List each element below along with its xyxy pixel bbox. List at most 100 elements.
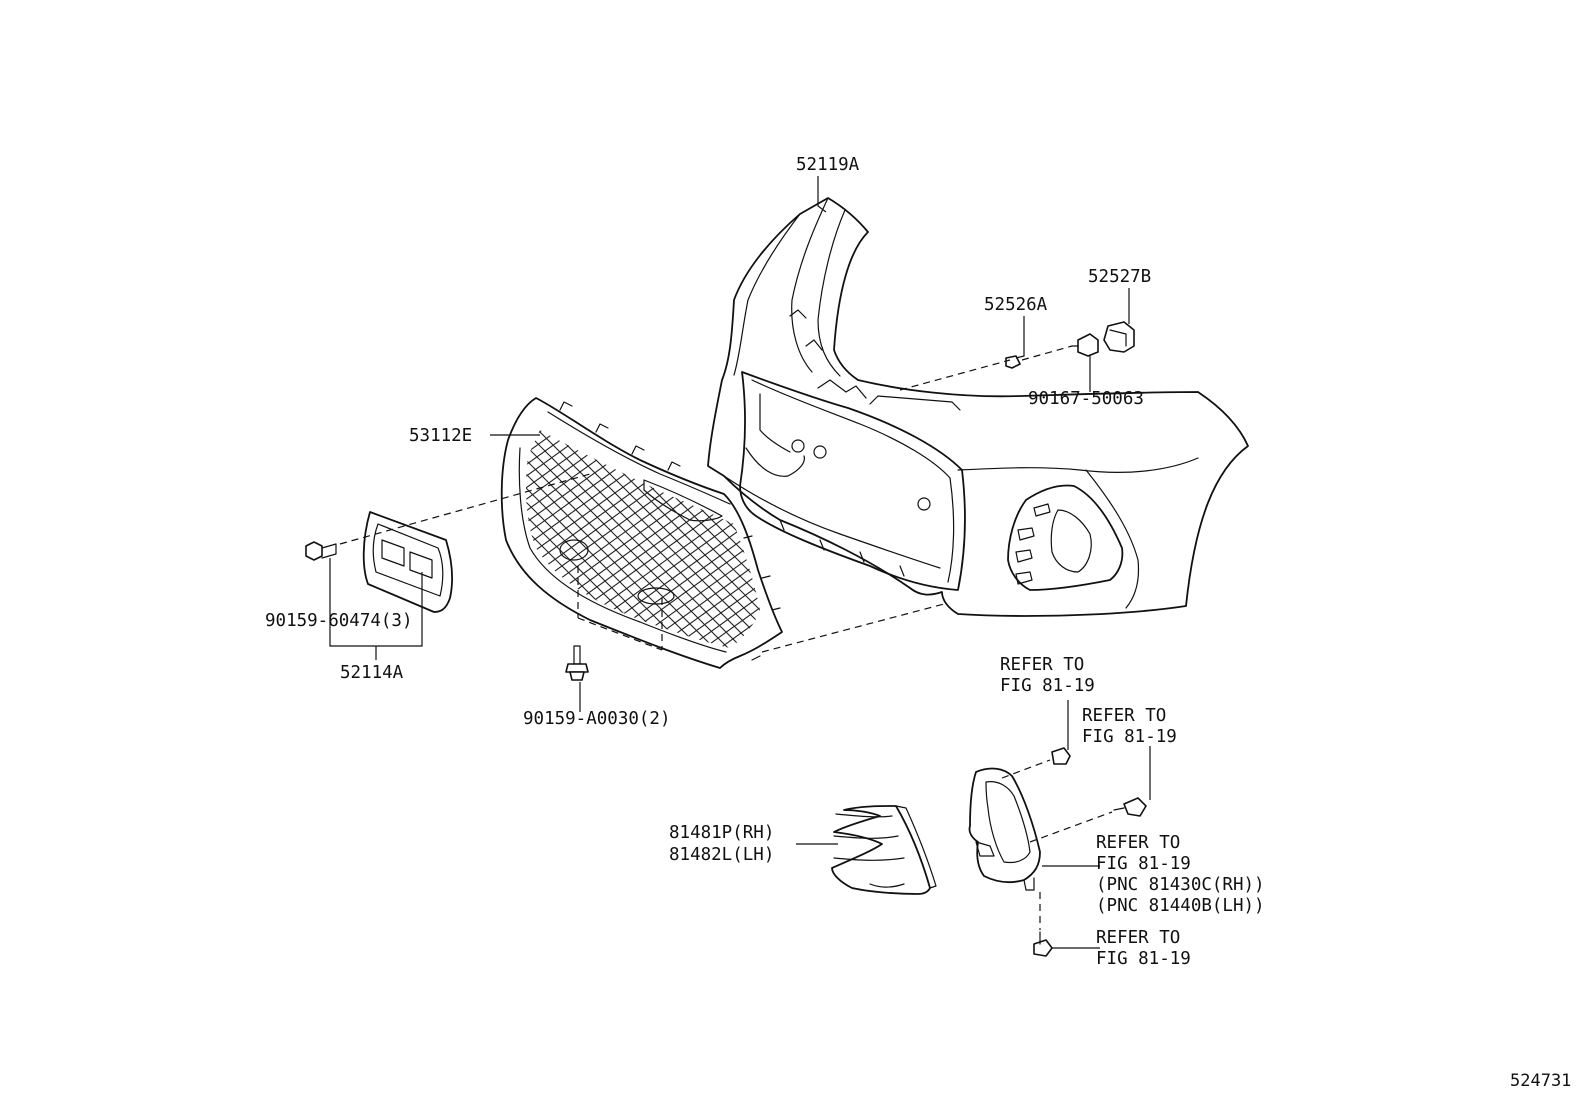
grille-mesh-line bbox=[526, 430, 749, 648]
grille-mesh-line bbox=[691, 430, 760, 648]
grille-mesh-line bbox=[526, 430, 760, 648]
grille-mesh-line bbox=[850, 420, 1110, 680]
license-plate-bracket[interactable] bbox=[362, 511, 453, 613]
fog-bracket-clip-top[interactable] bbox=[1051, 747, 1071, 765]
grille-mesh-line bbox=[526, 430, 557, 648]
grille-mesh-line bbox=[36, 420, 396, 680]
grille-mesh-line bbox=[836, 420, 1196, 680]
grille-mesh-line bbox=[892, 420, 1152, 680]
fog-lamp-cover[interactable] bbox=[831, 805, 937, 895]
grille-mesh-line bbox=[526, 430, 649, 648]
grille-mesh-line bbox=[526, 430, 653, 648]
grille-mesh-line bbox=[164, 420, 424, 680]
fog-bracket-screw-bottom[interactable] bbox=[1033, 931, 1053, 957]
grille-mesh-line bbox=[220, 420, 480, 680]
refer-2-line2: FIG 81-19 bbox=[1082, 727, 1177, 747]
fog-lamp-bracket[interactable] bbox=[968, 767, 1041, 891]
grille-mesh-line bbox=[675, 430, 760, 648]
bolt-90159-60474[interactable] bbox=[305, 541, 337, 561]
grille-mesh-line bbox=[52, 420, 412, 680]
grille-mesh-line bbox=[80, 420, 340, 680]
label-52114A: 52114A bbox=[340, 663, 404, 683]
grille-mesh-line bbox=[836, 420, 1096, 680]
label-52526A: 52526A bbox=[984, 295, 1048, 315]
grille-mesh-line bbox=[653, 430, 760, 648]
bumper-cover[interactable] bbox=[707, 197, 1249, 617]
grille-mesh-line bbox=[526, 430, 669, 648]
grille-mesh-line bbox=[148, 420, 508, 680]
grille-mesh-line bbox=[884, 420, 1244, 680]
grille-mesh-line bbox=[751, 430, 760, 648]
grille-mesh-line bbox=[248, 420, 508, 680]
grille-mesh-line bbox=[164, 420, 524, 680]
grille-mesh-line bbox=[932, 420, 1292, 680]
grille-mesh-line bbox=[526, 430, 705, 648]
refer-4-line2: FIG 81-19 bbox=[1096, 949, 1191, 969]
grille-mesh-line bbox=[526, 430, 760, 648]
screw-90167-50063[interactable] bbox=[1071, 333, 1099, 357]
grille-mesh-line bbox=[822, 420, 1082, 680]
grille-mesh-line bbox=[852, 420, 1212, 680]
grille-mesh-line bbox=[780, 420, 1040, 680]
refer-3-line3: (PNC 81430C(RH)) bbox=[1096, 875, 1265, 895]
refer-4-line1: REFER TO bbox=[1096, 928, 1180, 948]
grille-mesh-line bbox=[526, 430, 760, 648]
grille-mesh-line bbox=[788, 420, 1148, 680]
grille-mesh-line bbox=[611, 430, 760, 648]
grille-mesh-line bbox=[948, 420, 1308, 680]
grille-mesh-line bbox=[569, 430, 760, 648]
grille-mesh-line bbox=[595, 430, 760, 648]
grille-mesh-line bbox=[639, 430, 760, 648]
label-81481P: 81481P(RH) bbox=[669, 823, 774, 843]
refer-1-line1: REFER TO bbox=[1000, 655, 1084, 675]
grille-mesh-line bbox=[526, 430, 621, 648]
grille-mesh-line bbox=[723, 430, 760, 648]
label-90159-A0030: 90159-A0030(2) bbox=[523, 709, 671, 729]
grille-mesh-line bbox=[526, 430, 565, 648]
grille-mesh-line bbox=[526, 430, 589, 648]
label-90159-60474: 90159-60474(3) bbox=[265, 611, 413, 631]
grille-mesh-line bbox=[864, 420, 1124, 680]
grille-mesh-line bbox=[526, 430, 760, 648]
screw-90159-A0030[interactable] bbox=[565, 645, 589, 681]
label-81482L: 81482L(LH) bbox=[669, 845, 774, 865]
grille-mesh-line bbox=[526, 430, 760, 648]
grille-mesh-line bbox=[84, 420, 444, 680]
diagram-number: 524731 bbox=[1510, 1071, 1571, 1091]
grille-mesh-line bbox=[820, 420, 1180, 680]
grille-mesh-line bbox=[526, 430, 760, 648]
refer-3-line4: (PNC 81440B(LH)) bbox=[1096, 896, 1265, 916]
grille-mesh-line bbox=[627, 430, 760, 648]
grille-mesh-line bbox=[900, 420, 1260, 680]
refer-3-line1: REFER TO bbox=[1096, 833, 1180, 853]
grille-mesh-line bbox=[555, 430, 760, 648]
grille-mesh-line bbox=[20, 420, 380, 680]
fog-bracket-clip-right[interactable] bbox=[1113, 797, 1147, 817]
radiator-grille[interactable] bbox=[20, 397, 1324, 680]
label-52119A: 52119A bbox=[796, 155, 860, 175]
grille-mesh-line bbox=[916, 420, 1276, 680]
leader-lines bbox=[329, 176, 1151, 949]
retainer-52527B[interactable] bbox=[1103, 321, 1135, 353]
grille-mesh-line bbox=[964, 420, 1324, 680]
grille-mesh-line bbox=[122, 420, 382, 680]
grille-mesh-line bbox=[611, 430, 760, 648]
clip-52526A[interactable] bbox=[1005, 355, 1021, 369]
grille-mesh-line bbox=[737, 430, 760, 648]
grille-mesh-line bbox=[526, 430, 663, 648]
refer-3-line2: FIG 81-19 bbox=[1096, 854, 1191, 874]
grille-mesh-line bbox=[541, 430, 760, 648]
grille-mesh-line bbox=[150, 420, 410, 680]
grille-mesh-line bbox=[526, 430, 747, 648]
grille-mesh-line bbox=[526, 430, 760, 648]
grille-mesh-line bbox=[794, 420, 1054, 680]
grille-mesh-line bbox=[108, 420, 368, 680]
grille-mesh-line bbox=[906, 420, 1166, 680]
refer-1-line2: FIG 81-19 bbox=[1000, 676, 1095, 696]
assembly-lines bbox=[339, 345, 1113, 930]
grille-mesh-line bbox=[262, 420, 522, 680]
grille-mesh-line bbox=[526, 430, 637, 648]
grille-mesh-line bbox=[709, 430, 760, 648]
grille-mesh-line bbox=[68, 420, 428, 680]
grille-mesh-line bbox=[531, 430, 760, 648]
